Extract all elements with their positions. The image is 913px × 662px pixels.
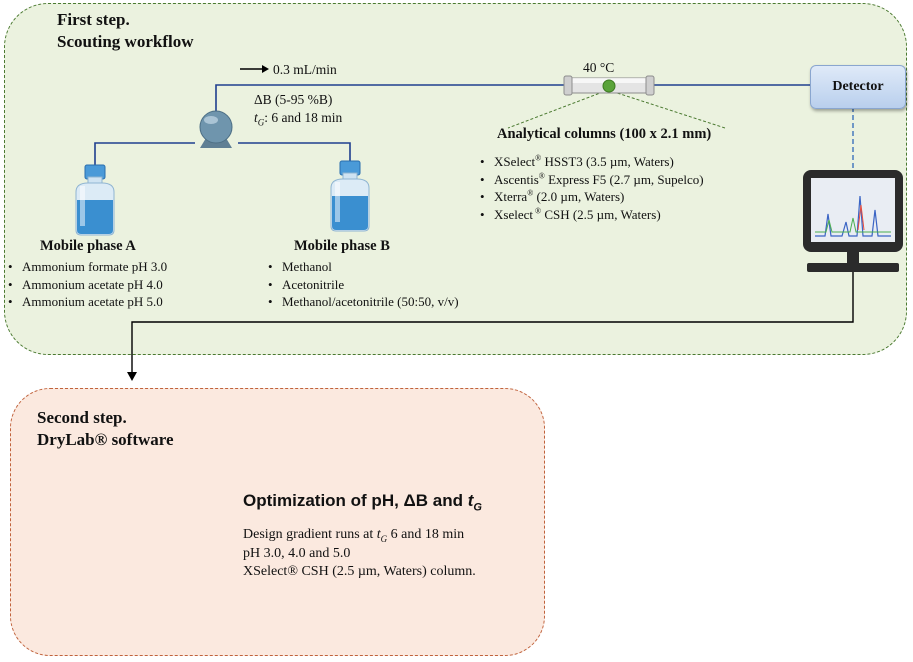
ph-line: pH 3.0, 4.0 and 5.0 <box>243 545 351 561</box>
connector-arrow-head <box>127 372 137 381</box>
tg-values: : 6 and 18 min <box>264 110 343 125</box>
column-item: XSelect® HSST3 (3.5 µm, Waters) <box>480 153 704 171</box>
column-icon <box>563 75 655 96</box>
registered-mark: ® <box>538 171 545 181</box>
column-spec: CSH (2.5 µm, Waters) <box>541 206 661 222</box>
step2-title-line2: DryLab® software <box>37 430 174 449</box>
tubing-bottle-b <box>238 142 351 170</box>
design-runs-suffix: 6 and 18 min <box>387 527 465 542</box>
step2-title: Second step. DryLab® software <box>37 407 174 451</box>
column-name: XSelect <box>494 154 536 169</box>
column-name: Ascentis <box>494 171 539 187</box>
step1-title: First step. Scouting workflow <box>57 9 193 53</box>
list-item: Ammonium acetate pH 5.0 <box>8 293 167 311</box>
optimization-title-sub: G <box>473 501 482 514</box>
step1-title-line2: Scouting workflow <box>57 32 194 51</box>
mobile-phase-a-title: Mobile phase A <box>40 238 136 254</box>
pump-icon <box>199 110 233 148</box>
design-runs-sub: G <box>380 533 388 544</box>
mobile-phase-a-list: Ammonium formate pH 3.0 Ammonium acetate… <box>8 258 167 311</box>
registered-mark: ® <box>527 188 534 198</box>
column-callout-left <box>507 89 609 129</box>
column-name: Xselect <box>494 206 533 222</box>
column-item: Xterra® (2.0 µm, Waters) <box>480 188 704 206</box>
optimization-title-prefix: Optimization of pH, ΔB and <box>243 491 468 510</box>
tg-label: tG: 6 and 18 min <box>254 109 343 128</box>
tg-symbol: t <box>254 110 258 125</box>
column-spec: (2.0 µm, Waters) <box>533 189 625 204</box>
registered-mark: ® <box>535 153 542 163</box>
column-item: Ascentis® Express F5 (2.7 µm, Supelco) <box>480 171 704 189</box>
column-item: Xselect ® CSH (2.5 µm, Waters) <box>480 206 704 224</box>
list-item: Methanol/acetonitrile (50:50, v/v) <box>268 293 459 311</box>
optimization-details: Design gradient runs at tG 6 and 18 min … <box>243 526 476 582</box>
design-runs-line: Design gradient runs at tG 6 and 18 min <box>243 526 476 545</box>
column-name: Xterra <box>494 189 528 204</box>
column-line: XSelect® CSH (2.5 µm, Waters) column. <box>243 564 476 579</box>
design-runs-t: t <box>376 527 381 542</box>
tg-subscript: G <box>257 117 265 128</box>
tubing-pump-column <box>215 84 570 112</box>
detector-label: Detector <box>832 79 884 94</box>
list-item: Acetonitrile <box>268 276 459 294</box>
detector-box: Detector <box>810 65 906 109</box>
drylab-panel <box>10 388 545 656</box>
optimization-title-t: t <box>467 491 474 510</box>
list-item: Ammonium formate pH 3.0 <box>8 258 167 276</box>
step1-title-line1: First step. <box>57 10 130 29</box>
flow-arrow-head <box>262 65 269 73</box>
tubing-bottle-a <box>94 142 195 175</box>
bottle-a-icon <box>75 164 115 236</box>
registered-mark: ® <box>532 206 542 216</box>
step2-title-line1: Second step. <box>37 408 127 427</box>
gradient-label: ΔB (5-95 %B) <box>254 92 333 107</box>
column-callout-right <box>607 89 726 129</box>
mobile-phase-b-list: Methanol Acetonitrile Methanol/acetonitr… <box>268 258 459 311</box>
list-item: Ammonium acetate pH 4.0 <box>8 276 167 294</box>
bottle-b-icon <box>330 160 370 232</box>
column-spec: HSST3 (3.5 µm, Waters) <box>541 154 674 169</box>
optimization-title: Optimization of pH, ΔB and tG <box>243 491 482 514</box>
temperature-label: 40 °C <box>583 60 615 75</box>
column-spec: Express F5 (2.7 µm, Supelco) <box>544 171 704 187</box>
connector-to-step2 <box>131 272 854 373</box>
design-runs-prefix: Design gradient runs at <box>243 527 377 542</box>
columns-list: XSelect® HSST3 (3.5 µm, Waters) Ascentis… <box>480 153 704 223</box>
mobile-phase-b-title: Mobile phase B <box>294 238 390 254</box>
flow-rate-label: 0.3 mL/min <box>273 62 337 77</box>
columns-title: Analytical columns (100 x 2.1 mm) <box>497 126 712 142</box>
list-item: Methanol <box>268 258 459 276</box>
computer-icon-step1 <box>803 170 903 272</box>
